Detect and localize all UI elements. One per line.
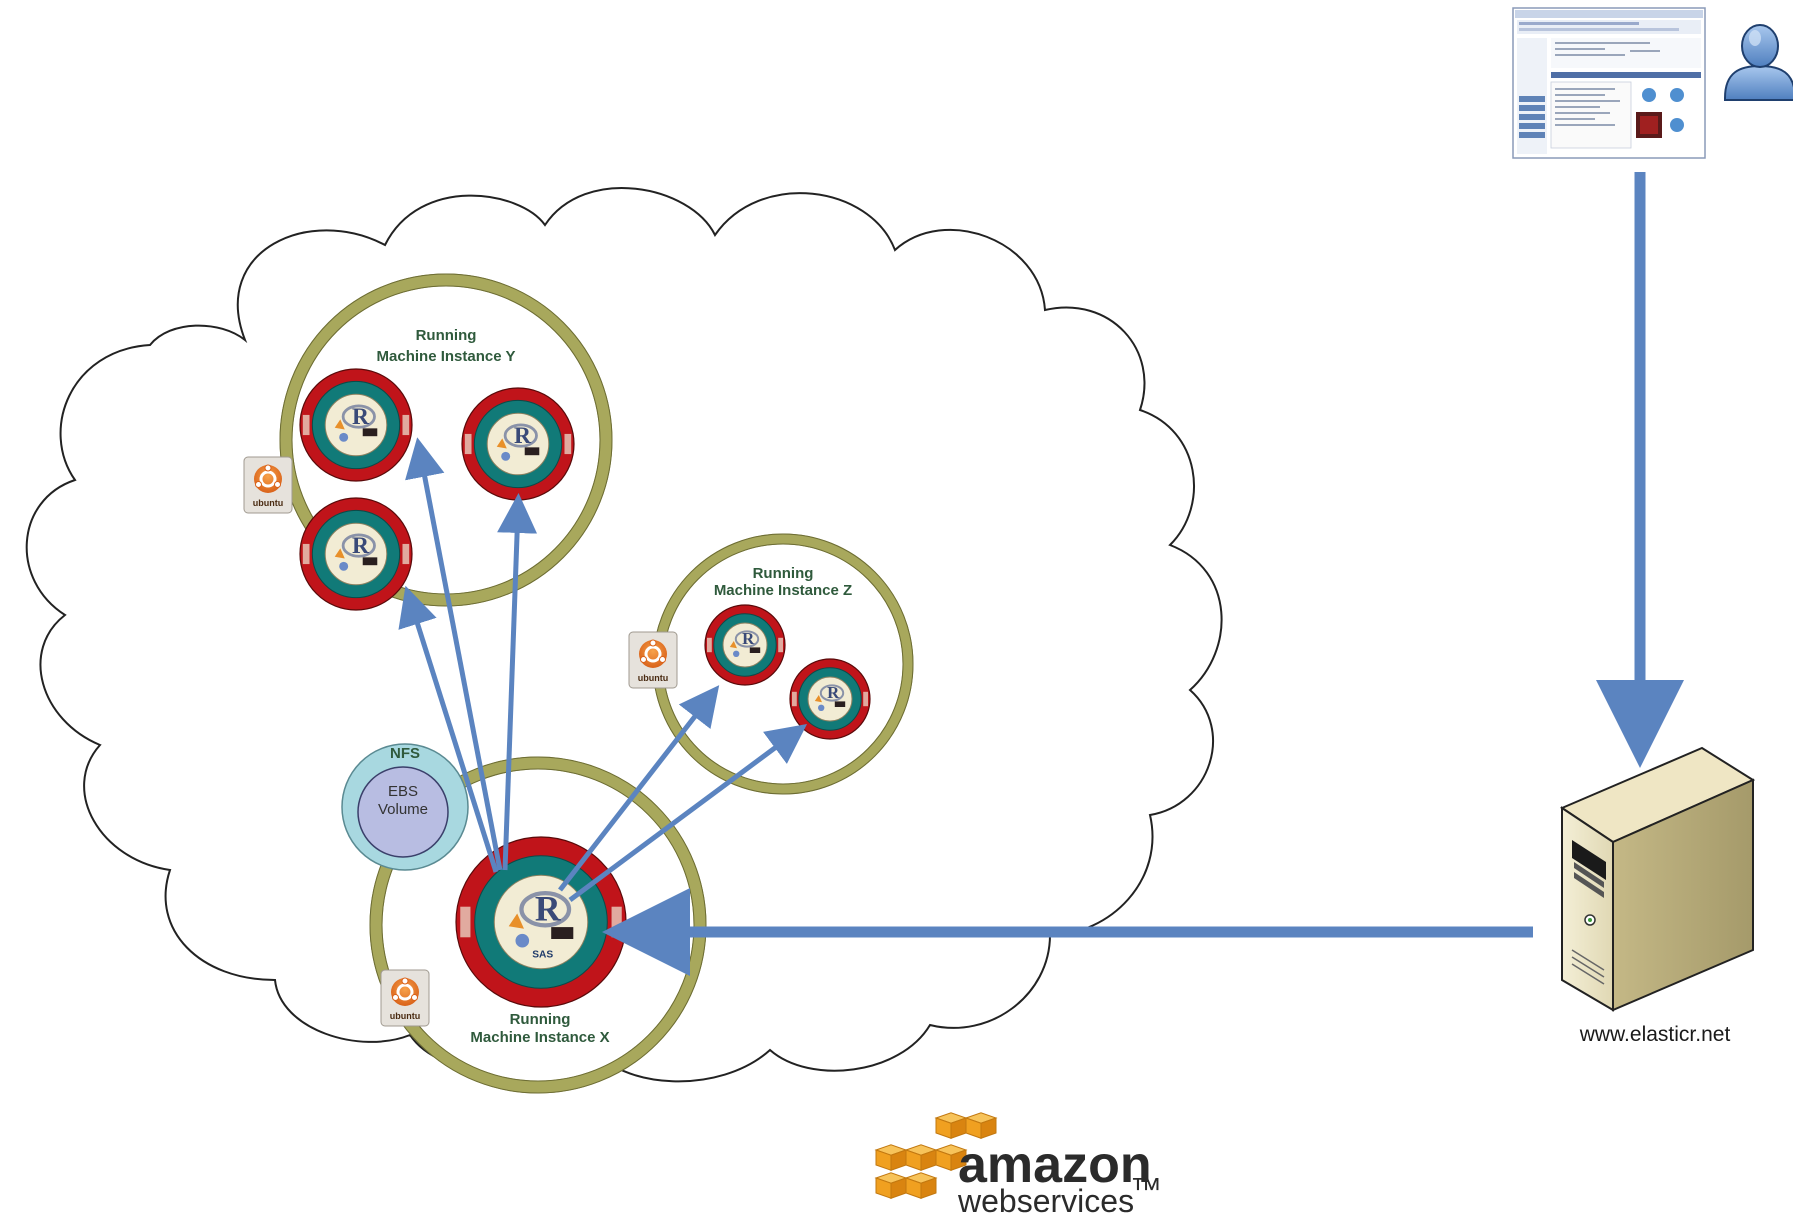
instance-x-name: Machine Instance X [470, 1029, 609, 1046]
node-y3: R [299, 497, 413, 611]
instance-x-label: Running Machine Instance X [470, 1011, 609, 1046]
aws-wordmark-amazon: amazon [958, 1136, 1152, 1194]
svg-text:ubuntu: ubuntu [253, 498, 284, 508]
user-icon [1724, 24, 1793, 101]
node-z2: R [789, 658, 871, 740]
ubuntu-badge-group: ubuntu ubuntu ubuntu [243, 456, 678, 1027]
svg-text:R: R [352, 404, 370, 430]
nfs-label: NFS [390, 745, 420, 762]
arrow-to-node-y3 [398, 585, 499, 873]
distribution-arrows [398, 437, 808, 903]
r-logo-icon: R [503, 423, 538, 449]
svg-text:R: R [742, 629, 755, 648]
svg-text:ubuntu: ubuntu [638, 673, 669, 683]
instance-y-name: Machine Instance Y [377, 348, 516, 365]
server-tower-icon [1559, 746, 1756, 1012]
r-logo-icon: R [819, 683, 845, 702]
ubuntu-badge-icon: ubuntu [243, 456, 293, 514]
instance-z-name: Machine Instance Z [714, 582, 852, 599]
svg-text:R: R [514, 423, 532, 449]
r-logo-icon: R [341, 533, 376, 559]
instance-z-status: Running [753, 565, 814, 582]
svg-text:R: R [352, 533, 370, 559]
instance-z-label: Running Machine Instance Z [714, 565, 852, 599]
svg-text:R: R [827, 683, 840, 702]
arrow-to-node-z1 [558, 685, 720, 892]
r-logo-icon: R [519, 888, 572, 928]
ebs-volume-label-line2: Volume [378, 801, 428, 818]
arrow-to-node-z2 [568, 724, 808, 903]
svg-text:SAS: SAS [532, 950, 553, 961]
arrow-to-node-y1 [405, 437, 503, 871]
aws-wordmark-webservices: webservices [957, 1183, 1134, 1214]
aws-logo-icon: amazon webservices ™ [874, 1112, 1162, 1214]
server-url: www.elasticr.net [1579, 1023, 1731, 1046]
ubuntu-badge-icon: ubuntu [628, 631, 678, 689]
ubuntu-badge-icon: ubuntu [380, 969, 430, 1027]
svg-text:ubuntu: ubuntu [390, 1011, 421, 1021]
instance-x-status: Running [510, 1011, 571, 1028]
node-group: R R R R R R SAS [299, 368, 871, 1008]
node-z1: R [704, 604, 786, 686]
nfs-ebs-volume: NFS EBS Volume [341, 743, 469, 871]
arrow-to-node-y2 [497, 493, 538, 871]
instance-y-label: Running Machine Instance Y [377, 327, 516, 365]
node-y1: R [299, 368, 413, 482]
ebs-volume-label-line1: EBS [388, 783, 418, 800]
aws-trademark: ™ [1130, 1171, 1162, 1207]
r-logo-icon: R [734, 629, 760, 648]
instance-y-status: Running [416, 327, 477, 344]
r-logo-icon: R [341, 404, 376, 430]
svg-text:R: R [535, 888, 562, 928]
node-y2: R [461, 387, 575, 501]
node-master-x: R SAS [455, 836, 627, 1008]
browser-screenshot-icon [1512, 7, 1706, 159]
